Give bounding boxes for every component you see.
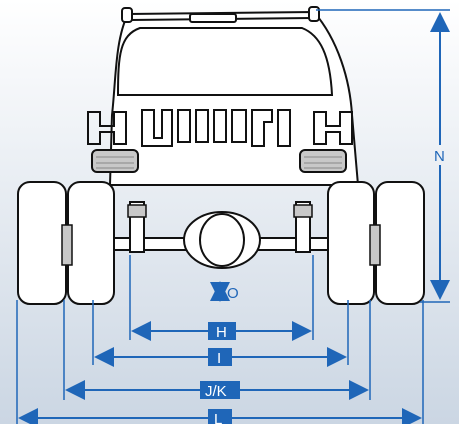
dimension-H: H bbox=[131, 321, 312, 341]
hub-right bbox=[369, 224, 381, 266]
vehicle-body bbox=[87, 6, 360, 186]
dimension-N: N bbox=[316, 9, 450, 303]
tail-light-lines bbox=[96, 156, 342, 169]
tire-outer-right bbox=[375, 181, 425, 305]
tire-inner-right bbox=[327, 181, 375, 305]
tires bbox=[17, 181, 425, 305]
label-O: O bbox=[227, 285, 239, 302]
dimension-JK: J/K bbox=[65, 380, 369, 400]
tire-outer-left bbox=[17, 181, 67, 305]
label-H-bg bbox=[208, 322, 236, 340]
dimension-I: I bbox=[94, 347, 347, 367]
label-L-bg bbox=[208, 409, 232, 424]
dimension-L: L bbox=[18, 408, 422, 424]
tail-light-left bbox=[91, 149, 139, 173]
rear-emblem bbox=[87, 109, 353, 147]
rear-window bbox=[116, 27, 334, 96]
label-JK: J/K bbox=[205, 383, 227, 400]
width-extension-lines bbox=[16, 255, 424, 424]
label-N: N bbox=[434, 148, 445, 165]
roof-rail-left bbox=[121, 7, 133, 23]
shock-mount-left bbox=[127, 204, 147, 218]
tail-light-right bbox=[299, 149, 347, 173]
rear-axle bbox=[111, 201, 331, 269]
label-L: L bbox=[214, 411, 222, 424]
label-H: H bbox=[216, 324, 227, 341]
shock-mount-right bbox=[293, 204, 313, 218]
differential-cover bbox=[199, 213, 245, 267]
label-I: I bbox=[217, 350, 221, 367]
label-I-bg bbox=[208, 348, 232, 366]
hub-left bbox=[61, 224, 73, 266]
brake-light bbox=[189, 13, 237, 23]
tire-inner-left bbox=[67, 181, 115, 305]
label-JK-bg bbox=[200, 381, 240, 399]
roof-rail-right bbox=[308, 6, 320, 22]
dimension-O: O bbox=[210, 281, 239, 302]
